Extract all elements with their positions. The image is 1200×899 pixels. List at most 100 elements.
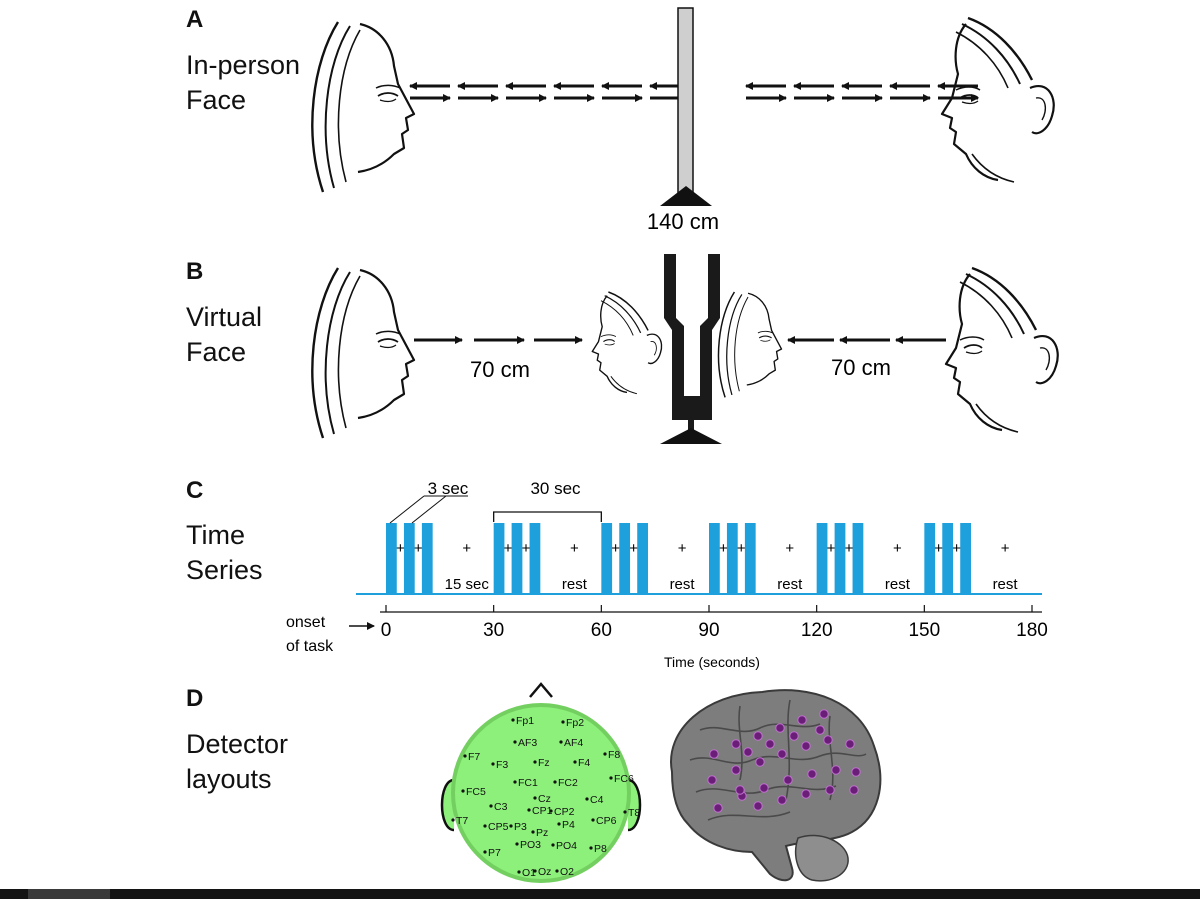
optode-marker xyxy=(759,783,769,793)
x-axis-label: Time (seconds) xyxy=(664,654,760,670)
electrode-fp2: Fp2 xyxy=(566,717,584,729)
panel-d-title-line1: Detector xyxy=(186,729,289,759)
electrode-t7: T7 xyxy=(456,815,468,827)
optode-marker xyxy=(845,739,855,749)
fixation-cross: + xyxy=(845,540,854,557)
electrode-dot xyxy=(623,810,627,814)
optode-marker xyxy=(707,775,717,785)
x-axis-tick-label: 30 xyxy=(483,620,504,641)
electrode-dot xyxy=(463,754,467,758)
fixation-cross: + xyxy=(396,540,405,557)
epoch-duration-brace xyxy=(493,511,602,522)
electrode-t8: T8 xyxy=(628,807,640,819)
electrode-dot xyxy=(551,843,555,847)
fixation-cross: + xyxy=(414,540,423,557)
pole-base xyxy=(660,186,712,206)
panel-d-letter: D xyxy=(186,685,204,712)
panel-c-title: Time Series xyxy=(186,518,263,588)
electrode-dot xyxy=(483,850,487,854)
electrode-pz: Pz xyxy=(536,827,548,839)
right-face-profile-b xyxy=(944,266,1059,434)
electrode-dot xyxy=(511,718,515,722)
task-block-bar xyxy=(403,523,415,594)
optode-marker xyxy=(797,715,807,725)
panel-c-title-line2: Series xyxy=(186,555,263,585)
distance-label-right-70: 70 cm xyxy=(831,355,891,380)
first-rest-label: 15 sec xyxy=(445,576,490,593)
block-duration-bracket-right xyxy=(411,495,447,524)
electrode-dot xyxy=(553,780,557,784)
task-block-bar xyxy=(619,523,631,594)
electrode-dot xyxy=(509,824,513,828)
optode-marker xyxy=(851,767,861,777)
task-block-bar xyxy=(744,523,756,594)
electrode-dot xyxy=(451,818,455,822)
rest-label: rest xyxy=(885,576,911,593)
panel-d-title-line2: layouts xyxy=(186,764,272,794)
fixation-cross: + xyxy=(952,540,961,557)
optode-marker xyxy=(815,725,825,735)
left-face-profile-b xyxy=(311,266,416,440)
optode-marker xyxy=(825,785,835,795)
panel-b-title: Virtual Face xyxy=(186,300,262,370)
panel-c-title-line1: Time xyxy=(186,520,245,550)
epoch-duration-label: 30 sec xyxy=(530,479,581,498)
rest-label: rest xyxy=(777,576,803,593)
fixation-cross: + xyxy=(504,540,513,557)
panel-b: 70 cm 70 cm xyxy=(311,254,1059,444)
optode-markers xyxy=(707,709,861,813)
electrode-dot xyxy=(515,842,519,846)
electrode-po4: PO4 xyxy=(556,840,577,852)
optode-marker xyxy=(743,747,753,757)
scalp-circle xyxy=(451,703,631,883)
brain-render xyxy=(670,689,882,882)
electrode-f8: F8 xyxy=(608,749,620,761)
x-axis-tick-label: 90 xyxy=(698,620,719,641)
rest-label: rest xyxy=(670,576,696,593)
x-axis-tick-label: 150 xyxy=(908,620,940,641)
task-blocks xyxy=(386,523,971,594)
brain-outline xyxy=(670,689,882,882)
fixation-cross: + xyxy=(462,540,471,557)
electrode-dot xyxy=(609,776,613,780)
electrode-fp1: Fp1 xyxy=(516,715,534,727)
optode-marker xyxy=(777,795,787,805)
task-block-bar xyxy=(637,523,648,594)
electrode-fc1: FC1 xyxy=(518,777,538,789)
optode-marker xyxy=(713,803,723,813)
optode-marker xyxy=(709,749,719,759)
video-control-bar xyxy=(0,889,1200,899)
right-face-profile xyxy=(940,16,1055,184)
onset-label-line1: onset xyxy=(286,614,326,631)
electrode-fc5: FC5 xyxy=(466,786,486,798)
electrode-dot xyxy=(557,822,561,826)
electrode-p4: P4 xyxy=(562,819,575,831)
electrode-dot xyxy=(489,804,493,808)
optode-marker xyxy=(849,785,859,795)
electrode-c4: C4 xyxy=(590,794,604,806)
electrode-fz: Fz xyxy=(538,757,550,769)
panel-c-time-series: +++15 sec+++rest+++rest+++rest+++rest+++… xyxy=(286,479,1048,670)
electrode-dot xyxy=(591,818,595,822)
x-axis-tick-label: 180 xyxy=(1016,620,1048,641)
electrode-fc2: FC2 xyxy=(558,777,578,789)
x-axis-tick-label: 120 xyxy=(801,620,833,641)
optode-marker xyxy=(801,789,811,799)
electrode-dot xyxy=(513,740,517,744)
electrode-dot xyxy=(483,824,487,828)
panel-b-title-line2: Face xyxy=(186,337,247,367)
task-block-bar xyxy=(529,523,541,594)
panel-a-title: In-person Face xyxy=(186,48,300,118)
left-ear xyxy=(440,778,455,832)
electrode-f3: F3 xyxy=(496,759,508,771)
optode-marker xyxy=(735,785,745,795)
electrode-dot xyxy=(555,869,559,873)
optode-marker xyxy=(753,801,763,811)
divider-pole xyxy=(677,7,694,195)
optode-marker xyxy=(789,731,799,741)
electrode-dot xyxy=(461,789,465,793)
fixation-cross: + xyxy=(1001,540,1010,557)
